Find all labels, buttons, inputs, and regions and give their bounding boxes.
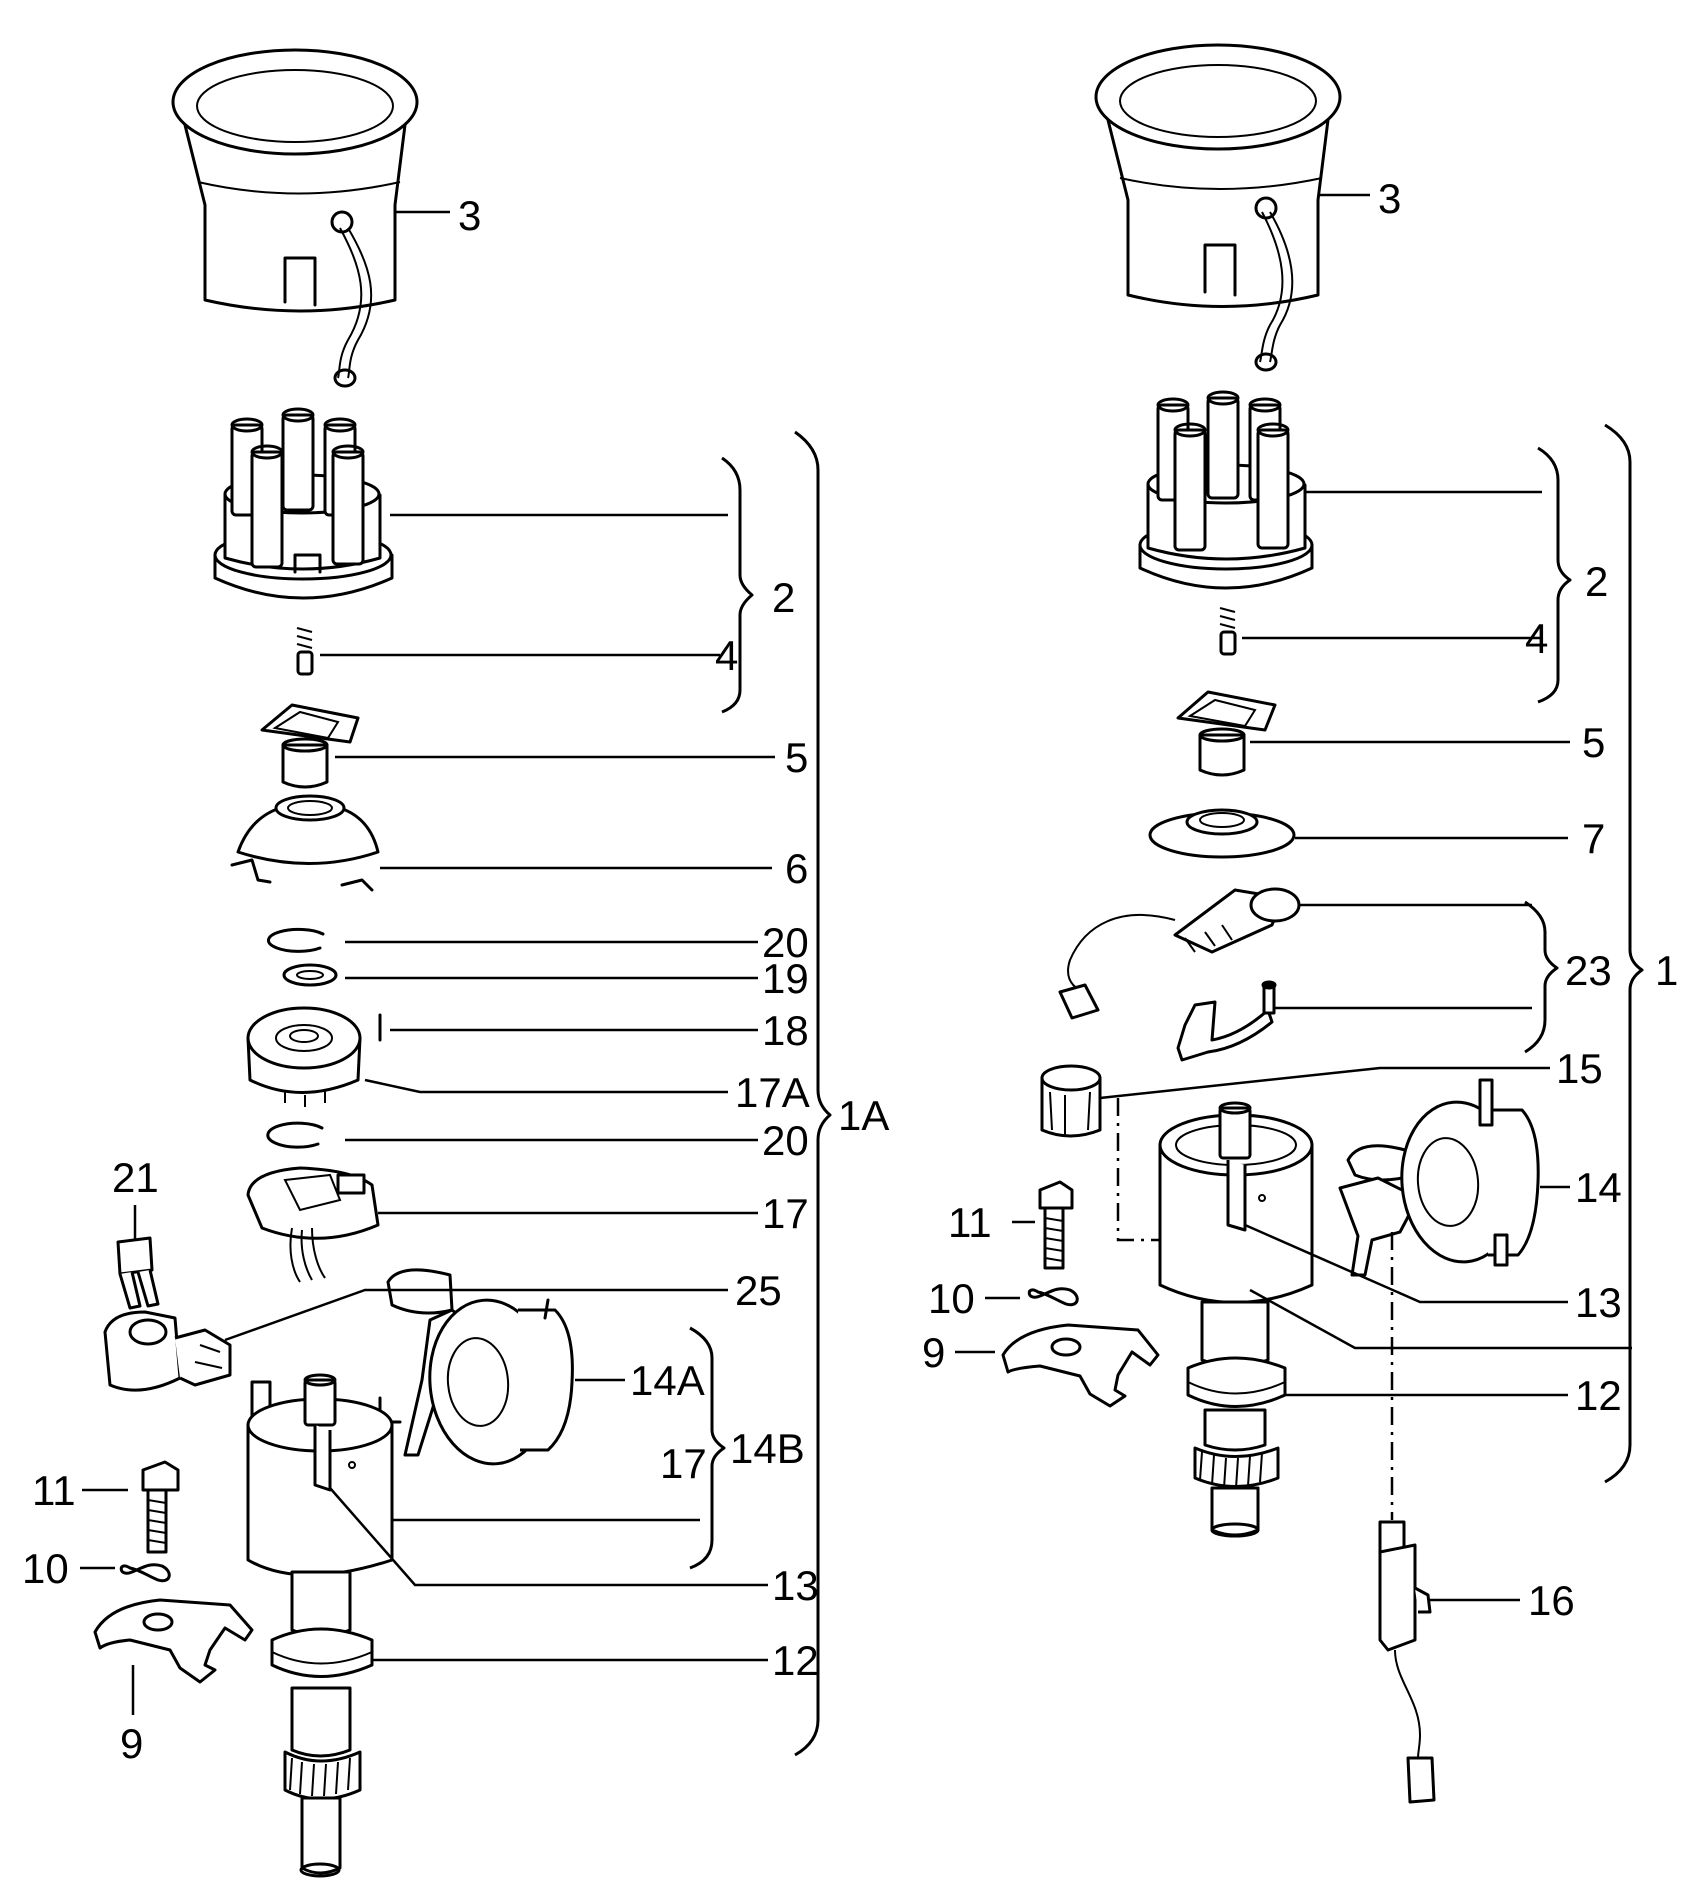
left-bolt [141,1460,180,1554]
callout-3-right: 3 [1378,175,1401,222]
right-leaders [955,193,1632,1602]
left-clamp [93,1598,254,1684]
callout-2: 2 [772,574,795,621]
left-circlip-upper [267,927,325,953]
callout-18: 18 [762,1007,809,1054]
right-spring-washer [1027,1287,1079,1307]
left-vacuum-unit [386,1268,574,1466]
left-connector [116,1236,160,1310]
left-dust-shield [171,48,419,388]
left-assembly: 3 2 4 5 6 20 19 18 17A 20 17 21 25 14A 1… [22,48,889,1878]
left-leaders [80,210,775,1715]
callout-10-right: 10 [928,1275,975,1322]
right-assembly: 3 2 4 5 7 23 1 15 14 11 10 9 13 12 16 [922,43,1678,1804]
callout-11-right: 11 [948,1199,992,1246]
callout-12-right: 12 [1575,1372,1622,1419]
left-carbon-brush [296,627,314,676]
callout-17-brace: 17 [660,1440,707,1487]
callout-9-right: 9 [922,1329,945,1376]
left-breaker-housing [246,1006,362,1107]
callout-3: 3 [458,192,481,239]
right-braces [1524,423,1644,1484]
callout-14a: 14A [630,1357,705,1404]
left-callouts: 3 2 4 5 6 20 19 18 17A 20 17 21 25 14A 1… [22,192,889,1767]
left-spring-washer [119,1563,171,1583]
callout-7-right: 7 [1582,815,1605,862]
right-clamp [1001,1323,1160,1408]
callout-14b: 14B [730,1425,805,1472]
callout-23-right: 23 [1565,947,1612,994]
callout-11: 11 [32,1467,76,1514]
right-callouts: 3 2 4 5 7 23 1 15 14 11 10 9 13 12 16 [922,175,1678,1624]
left-washer [282,963,338,987]
callout-1a: 1A [838,1092,889,1139]
right-condenser [1040,1064,1102,1138]
callout-17a: 17A [735,1069,810,1116]
callout-10: 10 [22,1545,69,1592]
left-distributor-housing [246,1373,402,1878]
right-vacuum-unit [1338,1078,1540,1277]
right-contact-set [1058,887,1301,1062]
right-distributor-housing [1116,1098,1314,1538]
callout-20-lower: 20 [762,1117,809,1164]
callout-14-right: 14 [1575,1164,1622,1211]
callout-1-right: 1 [1655,947,1678,994]
right-shield-plate [1148,808,1296,859]
callout-2-right: 2 [1585,558,1608,605]
callout-5-right: 5 [1582,719,1605,766]
callout-13: 13 [772,1562,819,1609]
callout-19: 19 [762,955,809,1002]
callout-20-upper: 20 [762,919,809,966]
right-carbon-brush [1219,607,1237,656]
left-distributor-cap [213,407,394,600]
callout-17: 17 [762,1190,809,1237]
callout-25: 25 [735,1267,782,1314]
callout-9: 9 [120,1720,143,1767]
callout-6: 6 [785,845,808,892]
callout-15-right: 15 [1556,1045,1603,1092]
right-bolt [1038,1180,1074,1270]
right-rotor [1176,690,1277,777]
callout-21: 21 [112,1154,159,1201]
callout-16-right: 16 [1528,1577,1575,1624]
right-dust-shield [1094,43,1342,372]
left-circlip-lower [266,1121,324,1149]
left-breaker-plate [246,1166,380,1283]
left-holder [103,1310,232,1392]
callout-13-right: 13 [1575,1279,1622,1326]
right-control-unit [1378,1232,1436,1804]
callout-4: 4 [715,632,738,679]
left-braces [689,430,832,1757]
callout-5: 5 [785,734,808,781]
right-distributor-cap [1138,390,1314,590]
left-rotor [260,703,360,789]
callout-12: 12 [772,1637,819,1684]
left-dust-cover [230,794,380,892]
callout-4-right: 4 [1525,615,1548,662]
